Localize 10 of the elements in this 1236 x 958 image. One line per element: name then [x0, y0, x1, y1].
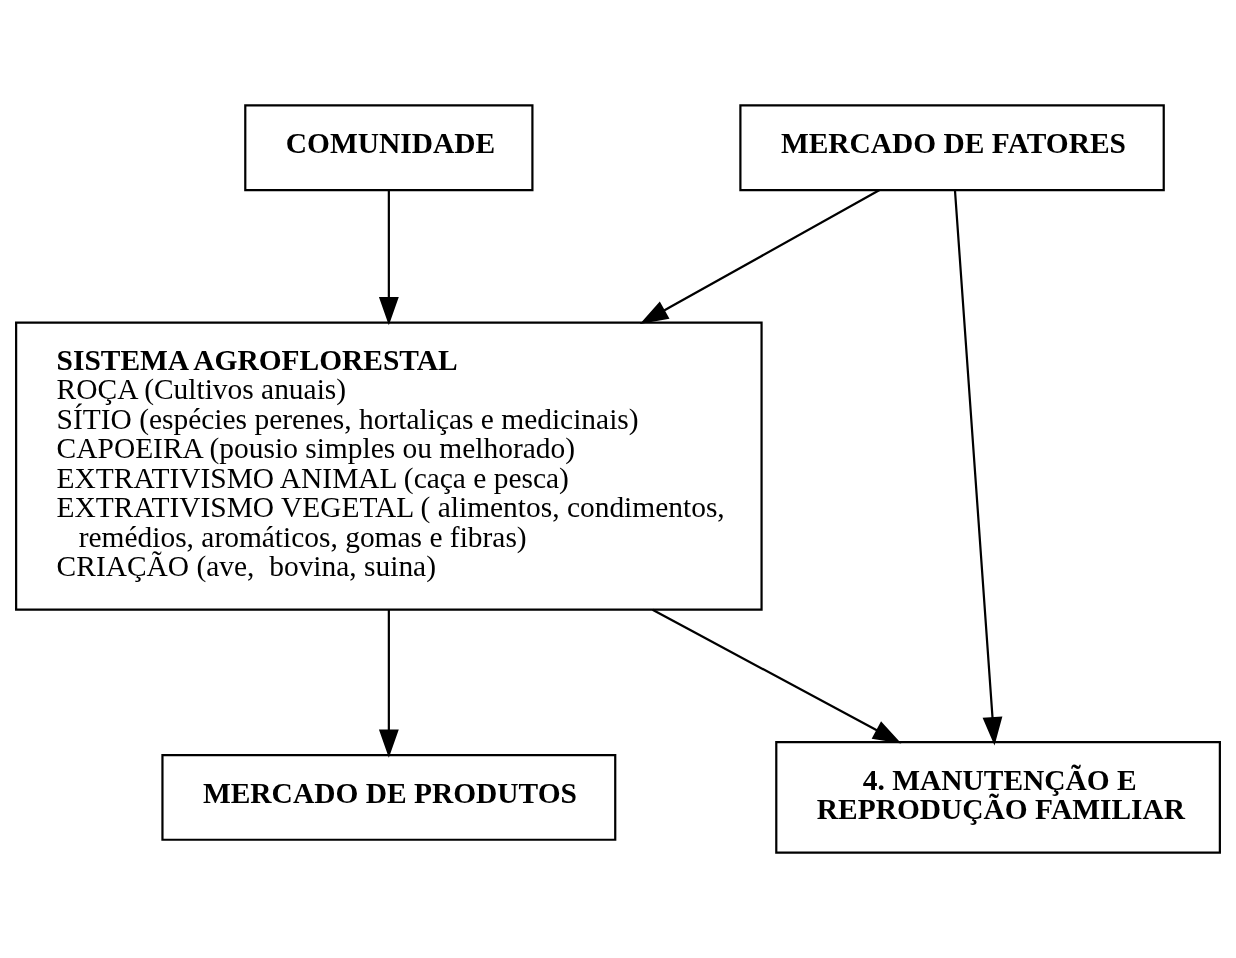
node-box: SISTEMA AGROFLORESTAL ROÇA (Cultivos anuais) SÍTIO (espécies perenes, hortaliças e medicinais) CAPOEIRA (pousio simples ou melhorado) EXTRATIVISMO ANIMAL (caça e pesca) EXTRATIVISMO VEGETAL ( alimentos, condimentos, remédios, aromáticos, gomas e fibras) CRIAÇÃO (ave, bovina, suina) — [15, 321, 763, 611]
arrow — [953, 190, 1003, 746]
node-box: COMUNIDADE — [244, 104, 534, 192]
arrow — [652, 608, 902, 744]
arrow — [639, 189, 881, 324]
node-box: MERCADO DE FATORES — [739, 104, 1165, 192]
node-box: MERCADO DE PRODUTOS — [161, 754, 617, 841]
arrow — [378, 609, 399, 758]
node-box: 4. MANUTENÇÃO E REPRODUÇÃO FAMILIAR — [775, 741, 1221, 854]
arrow — [378, 190, 399, 326]
